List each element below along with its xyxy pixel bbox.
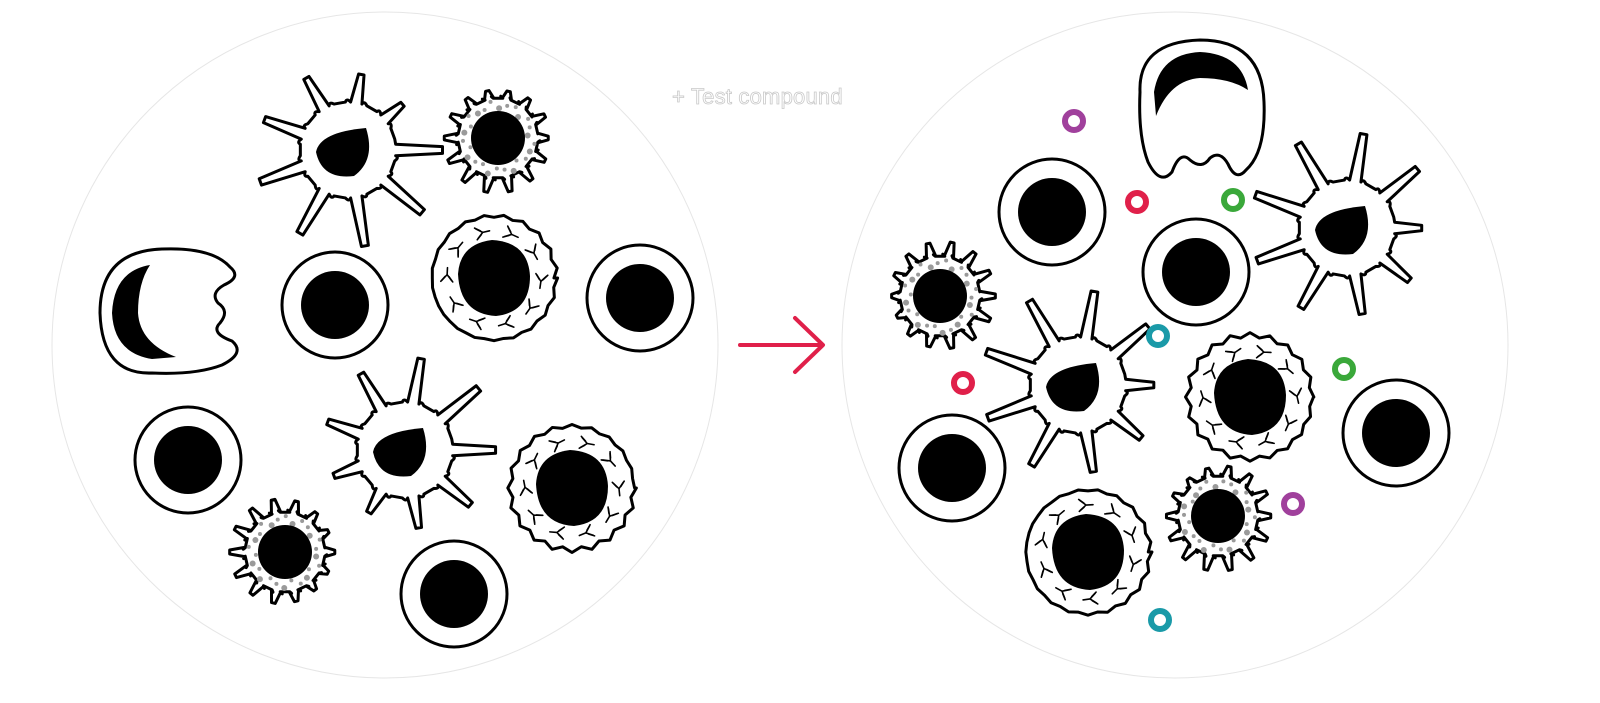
particle-teal: [1148, 608, 1172, 632]
lymphocyte: [133, 405, 243, 515]
plasma-cell: [1184, 331, 1316, 463]
dendritic-cell: [257, 72, 445, 249]
granulocyte: [228, 497, 337, 605]
plasma-cell: [1024, 488, 1154, 617]
dendritic-cell: [983, 289, 1156, 474]
lymphocyte: [280, 250, 390, 360]
granulocyte: [442, 89, 550, 194]
lymphocyte: [1141, 217, 1251, 327]
test-compound-label: + Test compound: [672, 84, 843, 110]
particle-teal: [1146, 324, 1170, 348]
dendritic-cell: [1252, 132, 1424, 317]
particle-red: [1125, 190, 1149, 214]
lymphocyte: [585, 243, 695, 353]
lymphocyte: [399, 539, 509, 649]
particle-green: [1332, 357, 1356, 381]
macrophage: [1138, 38, 1266, 179]
plasma-cell: [506, 422, 638, 554]
granulocyte: [890, 240, 997, 350]
lymphocyte: [897, 413, 1007, 523]
granulocyte: [1164, 464, 1273, 572]
particle-green: [1221, 188, 1245, 212]
lymphocyte: [997, 157, 1107, 267]
particle-magenta: [1062, 109, 1086, 133]
particle-red: [951, 371, 975, 395]
dendritic-cell: [325, 356, 498, 530]
panel-after: [841, 11, 1509, 679]
arrow-right-icon: [738, 316, 825, 374]
plasma-cell: [430, 213, 560, 343]
macrophage: [98, 247, 239, 375]
particle-magenta: [1281, 492, 1305, 516]
lymphocyte: [1341, 378, 1451, 488]
